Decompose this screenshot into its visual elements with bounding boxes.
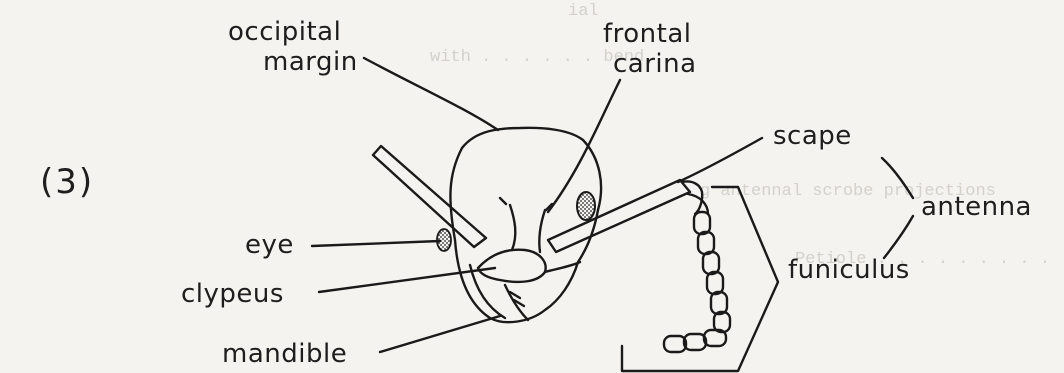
mandible-outline	[470, 265, 505, 318]
left-scape	[373, 146, 486, 247]
right-eye	[577, 192, 595, 220]
funiculus-segments	[664, 181, 730, 352]
leader-eye	[312, 241, 440, 246]
label-scape: scape	[773, 122, 852, 150]
label-occipital: occipital	[228, 18, 341, 46]
funiculus-bracket	[622, 187, 778, 371]
leader-antenna-upper	[882, 158, 913, 198]
label-carina: carina	[613, 50, 697, 78]
figure-number: (3)	[40, 168, 94, 196]
label-eye: eye	[245, 231, 294, 259]
left-eye	[437, 229, 451, 251]
label-funiculus: funiculus	[788, 256, 910, 284]
leader-clypeus	[319, 268, 495, 292]
frontal-carina-left	[510, 205, 515, 250]
frontal-carina-right	[539, 210, 545, 252]
label-frontal: frontal	[603, 20, 692, 48]
label-antenna: antenna	[921, 193, 1032, 221]
leader-antenna-lower	[884, 216, 913, 258]
leader-scape	[678, 138, 762, 182]
clypeus-outline	[478, 250, 546, 282]
leader-mandible	[380, 316, 500, 352]
label-clypeus: clypeus	[181, 280, 284, 308]
label-margin: margin	[263, 48, 358, 76]
leader-occipital	[364, 58, 498, 130]
label-mandible: mandible	[222, 340, 347, 368]
right-scape	[548, 180, 690, 252]
